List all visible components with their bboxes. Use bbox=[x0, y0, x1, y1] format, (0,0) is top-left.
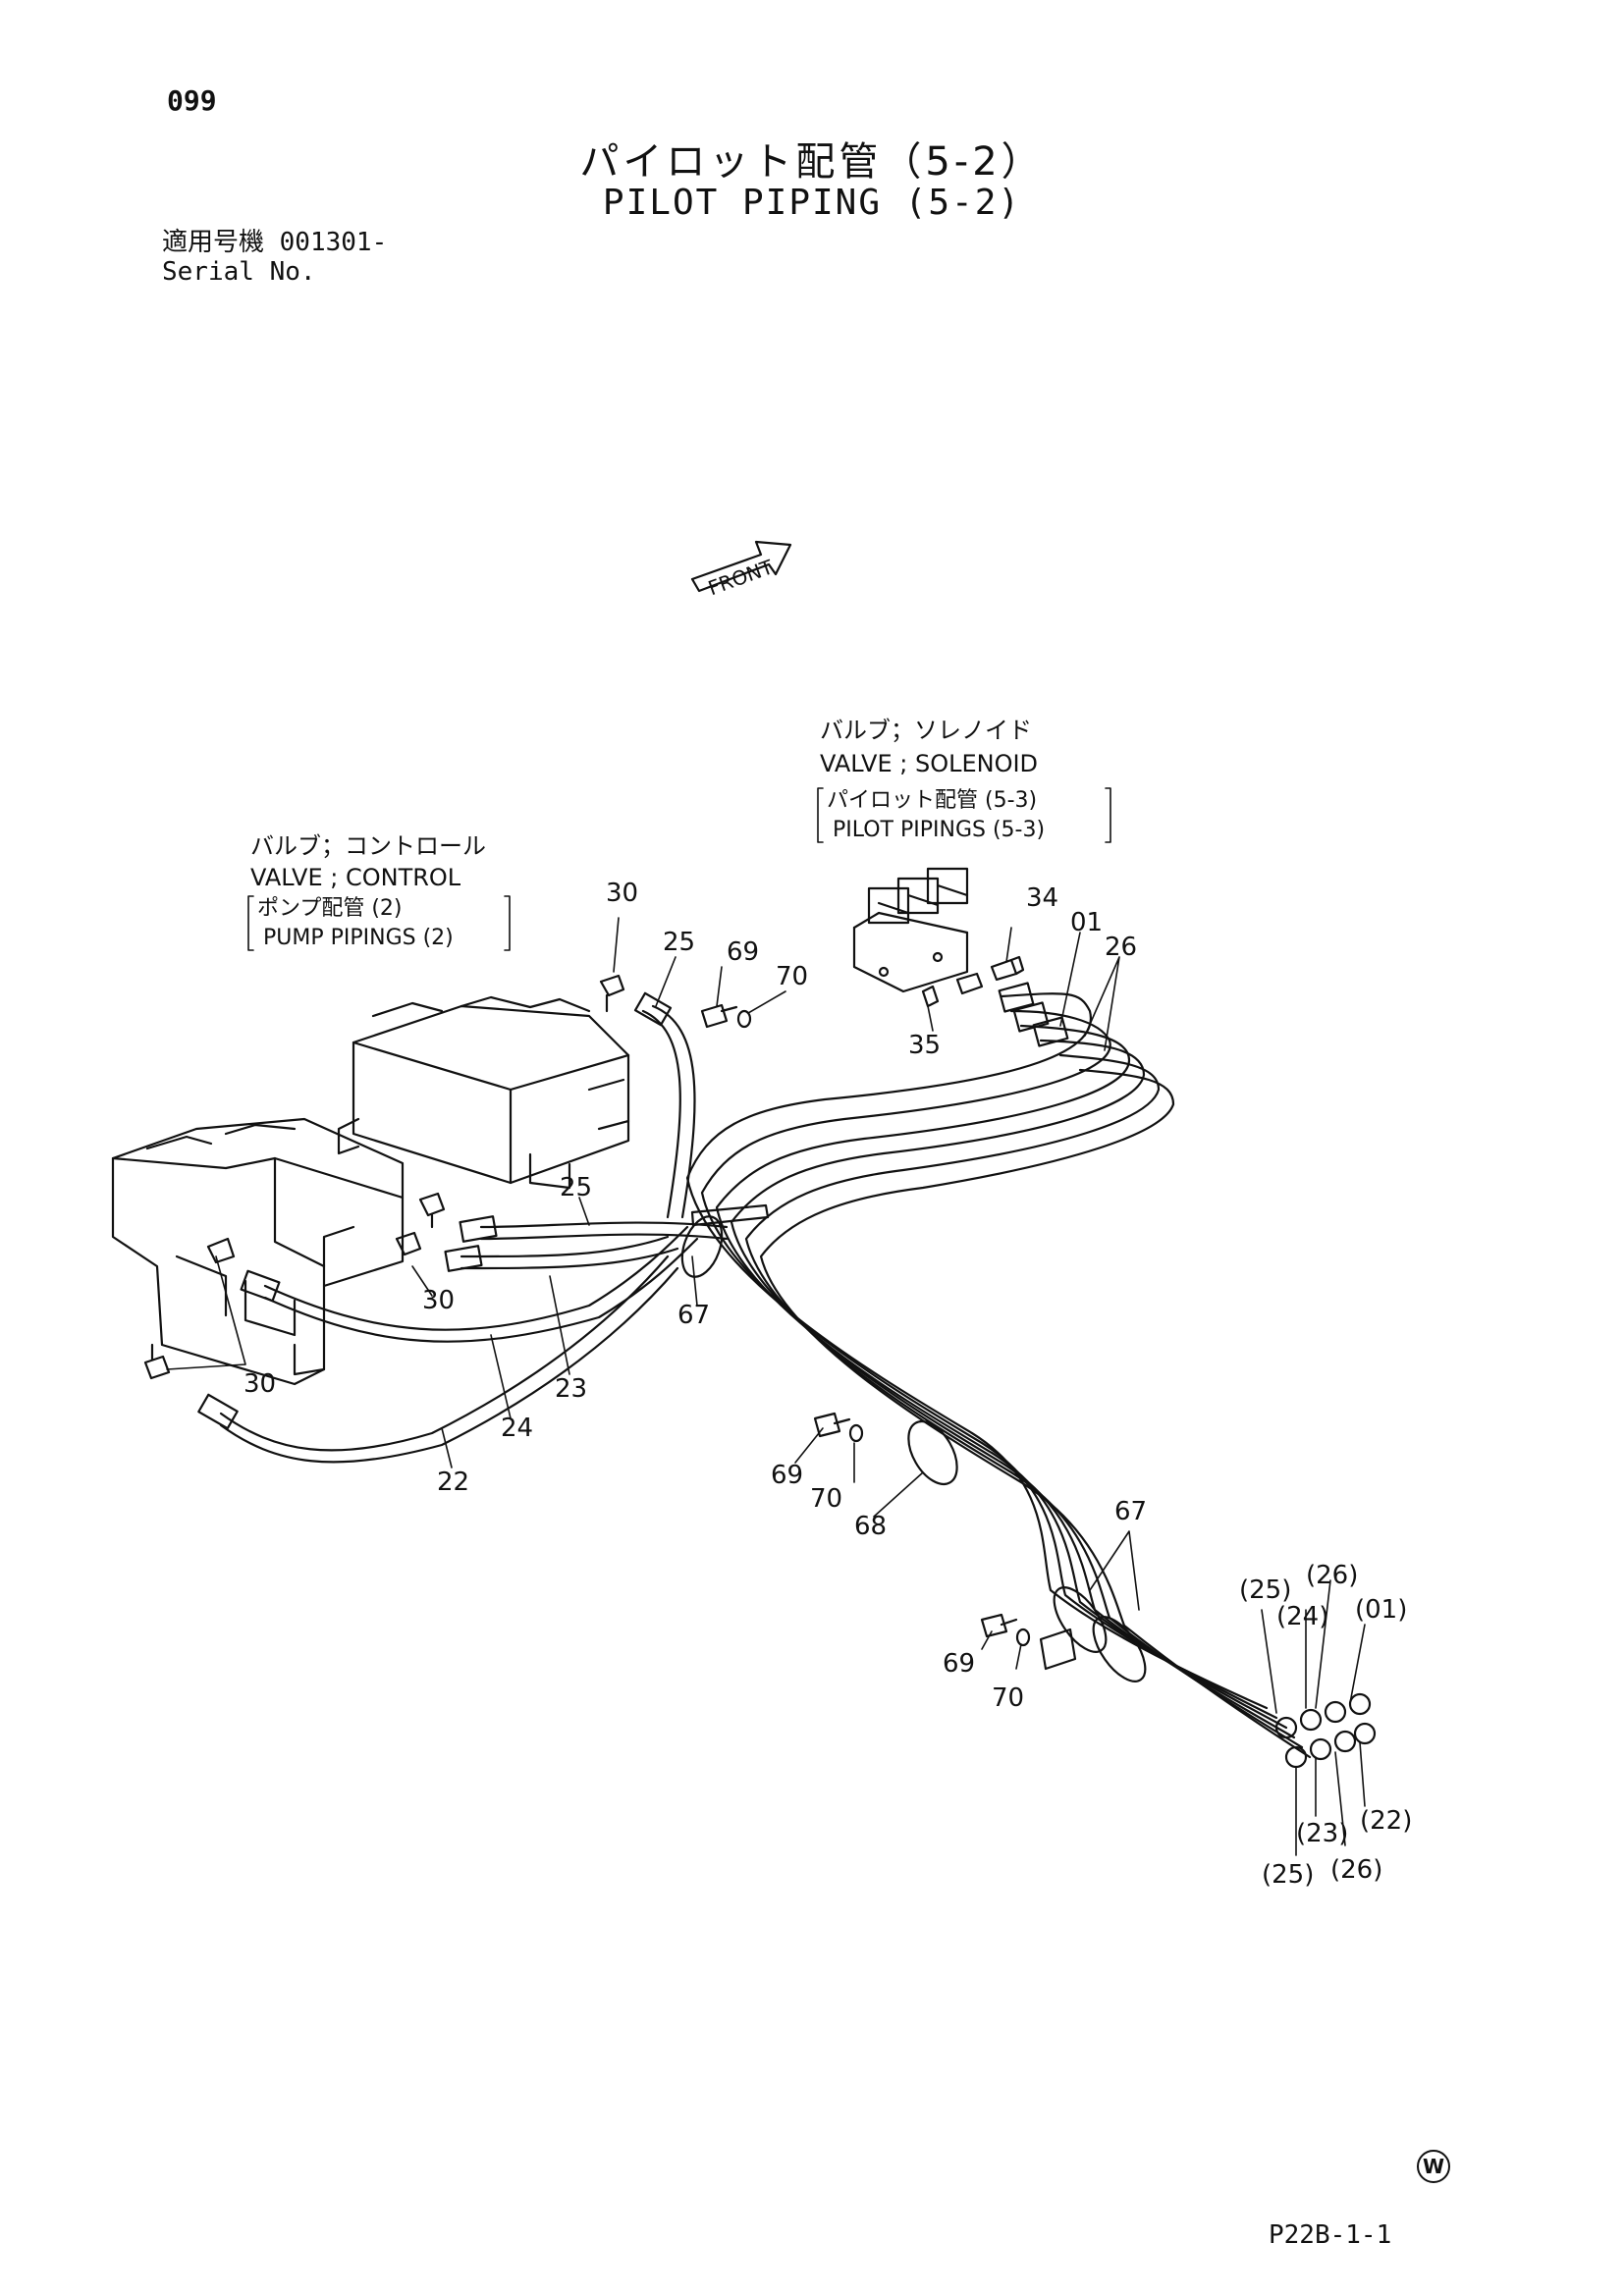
title-english: PILOT PIPING (5-2) bbox=[602, 183, 1022, 223]
page-number: 099 bbox=[167, 84, 217, 117]
solenoid-pipe-connectors bbox=[998, 982, 1069, 1047]
part-69-mid: 69 bbox=[771, 1461, 804, 1490]
part-70-top: 70 bbox=[776, 962, 809, 991]
pipe-25-upper bbox=[633, 991, 696, 1219]
part-30-bottom: 30 bbox=[244, 1369, 277, 1399]
serial-english: Serial No. bbox=[162, 257, 316, 287]
leader-lines bbox=[166, 917, 1366, 1856]
callout-control-ref-en: PUMP PIPINGS (2) bbox=[263, 926, 454, 950]
front-arrow-icon: FRONT bbox=[690, 540, 792, 600]
part-67-right: 67 bbox=[1114, 1497, 1148, 1526]
part-30-top: 30 bbox=[606, 879, 639, 908]
ref-25-bottom: (25) bbox=[1262, 1860, 1315, 1890]
callout-solenoid-ref-en: PILOT PIPINGS (5-3) bbox=[833, 818, 1046, 842]
w-mark-icon: W bbox=[1417, 2150, 1450, 2183]
callout-control-en: VALVE ; CONTROL bbox=[250, 864, 461, 891]
part-25-mid: 25 bbox=[560, 1173, 593, 1202]
part-67-left: 67 bbox=[677, 1301, 711, 1330]
control-valve-front bbox=[111, 1117, 405, 1386]
clamps-67-68 bbox=[680, 1203, 1147, 1682]
ref-22: (22) bbox=[1360, 1806, 1413, 1836]
callout-brackets bbox=[247, 787, 1111, 951]
part-01: 01 bbox=[1070, 908, 1104, 937]
control-valve-rear bbox=[337, 995, 630, 1190]
ref-24: (24) bbox=[1276, 1602, 1329, 1631]
part-25-top: 25 bbox=[663, 928, 696, 957]
part-68: 68 bbox=[854, 1512, 888, 1541]
part-70-bottom: 70 bbox=[992, 1683, 1025, 1713]
ref-23: (23) bbox=[1296, 1819, 1349, 1848]
callout-solenoid-jp: バルブ；ソレノイド bbox=[820, 717, 1032, 744]
callout-control-ref-jp: ポンプ配管 (2) bbox=[257, 896, 403, 921]
part-69-bottom: 69 bbox=[943, 1649, 976, 1679]
ref-26-bottom: (26) bbox=[1330, 1855, 1383, 1885]
part-35: 35 bbox=[908, 1031, 942, 1060]
ref-26-top: (26) bbox=[1306, 1561, 1359, 1590]
figure-code: P22B-1-1 bbox=[1269, 2220, 1392, 2250]
ref-01: (01) bbox=[1355, 1595, 1408, 1625]
part-34: 34 bbox=[1026, 883, 1059, 913]
part-23: 23 bbox=[555, 1374, 588, 1404]
ref-25-top: (25) bbox=[1239, 1575, 1292, 1605]
fitting-34 bbox=[990, 955, 1025, 982]
callout-solenoid-en: VALVE ; SOLENOID bbox=[820, 750, 1039, 777]
callout-solenoid-ref-jp: パイロット配管 (5-3) bbox=[827, 788, 1038, 813]
part-69-top: 69 bbox=[727, 937, 760, 967]
elbow-fittings-30 bbox=[143, 974, 625, 1380]
pipes-control-valve bbox=[197, 1215, 729, 1464]
part-26-top: 26 bbox=[1105, 933, 1138, 962]
part-24: 24 bbox=[501, 1414, 534, 1443]
fitting-35 bbox=[921, 972, 984, 1008]
callout-control-jp: バルブ；コントロール bbox=[250, 832, 486, 860]
pipe-bundle bbox=[685, 992, 1312, 1759]
bolts-washers bbox=[700, 1003, 1031, 1647]
part-70-mid: 70 bbox=[810, 1484, 843, 1514]
title-japanese: パイロット配管（5-2） bbox=[579, 139, 1045, 185]
pipe-end-connectors bbox=[1274, 1692, 1377, 1769]
serial-japanese: 適用号機 001301- bbox=[162, 228, 388, 257]
part-30-mid: 30 bbox=[422, 1286, 456, 1315]
serial-number-block: 適用号機 001301- Serial No. bbox=[162, 228, 387, 287]
part-22: 22 bbox=[437, 1468, 470, 1497]
solenoid-valve bbox=[852, 867, 969, 993]
